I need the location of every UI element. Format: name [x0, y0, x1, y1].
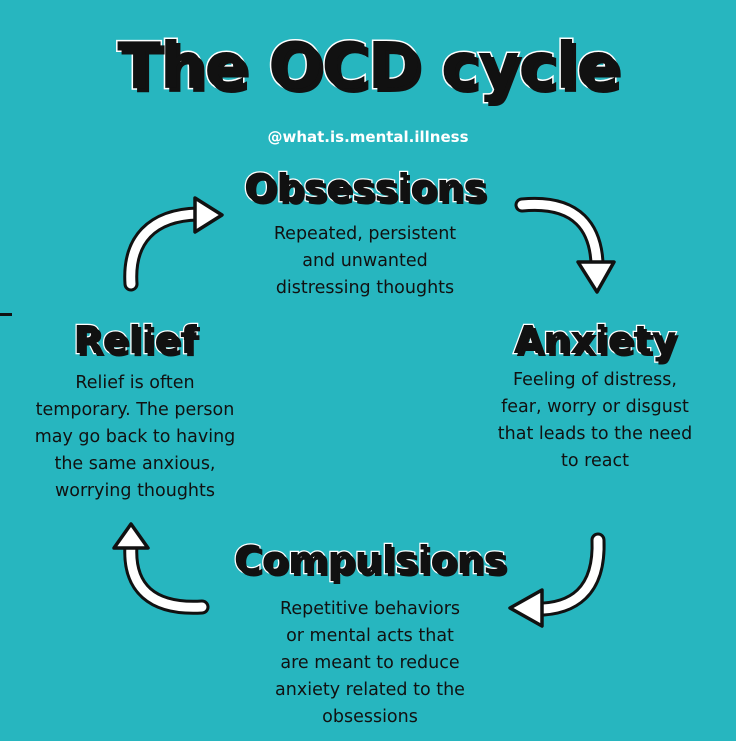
- stage-description-obsessions: Repeated, persistent and unwanted distre…: [190, 221, 540, 302]
- stage-title-relief: Relief: [72, 317, 198, 364]
- description-line: that leads to the need: [497, 424, 693, 444]
- arrow-compulsions-to-relief-icon: [112, 522, 210, 615]
- description-line: and unwanted: [302, 251, 428, 271]
- stage-title-compulsions: Compulsions: [233, 537, 508, 584]
- description-line: Feeling of distress,: [513, 370, 677, 390]
- description-line: fear, worry or disgust: [501, 397, 689, 417]
- description-line: Relief is often: [75, 373, 195, 393]
- description-line: are meant to reduce: [280, 653, 460, 673]
- arrow-obsessions-to-anxiety-icon: [514, 196, 616, 294]
- description-line: the same anxious,: [54, 454, 216, 474]
- description-line: may go back to having: [34, 427, 236, 447]
- edge-mark: [0, 313, 12, 316]
- description-line: anxiety related to the: [275, 680, 465, 700]
- stage-description-anxiety: Feeling of distress, fear, worry or disg…: [470, 367, 720, 475]
- description-line: distressing thoughts: [275, 278, 455, 298]
- stage-description-relief: Relief is often temporary. The person ma…: [10, 370, 260, 505]
- description-line: Repeated, persistent: [273, 224, 457, 244]
- description-line: obsessions: [322, 707, 418, 727]
- stage-title-obsessions: Obsessions: [243, 165, 487, 212]
- description-line: temporary. The person: [35, 400, 235, 420]
- stage-description-compulsions: Repetitive behaviors or mental acts that…: [215, 596, 525, 731]
- description-line: Repetitive behaviors: [279, 599, 461, 619]
- arrow-relief-to-obsessions-icon: [123, 196, 224, 292]
- stage-title-anxiety: Anxiety: [512, 317, 677, 364]
- description-line: to react: [561, 451, 629, 471]
- author-handle: @what.is.mental.illness: [267, 128, 469, 146]
- description-line: worrying thoughts: [54, 481, 215, 501]
- description-line: or mental acts that: [286, 626, 454, 646]
- page-title: The OCD cycle: [116, 29, 622, 106]
- arrow-anxiety-to-compulsions-icon: [508, 532, 606, 628]
